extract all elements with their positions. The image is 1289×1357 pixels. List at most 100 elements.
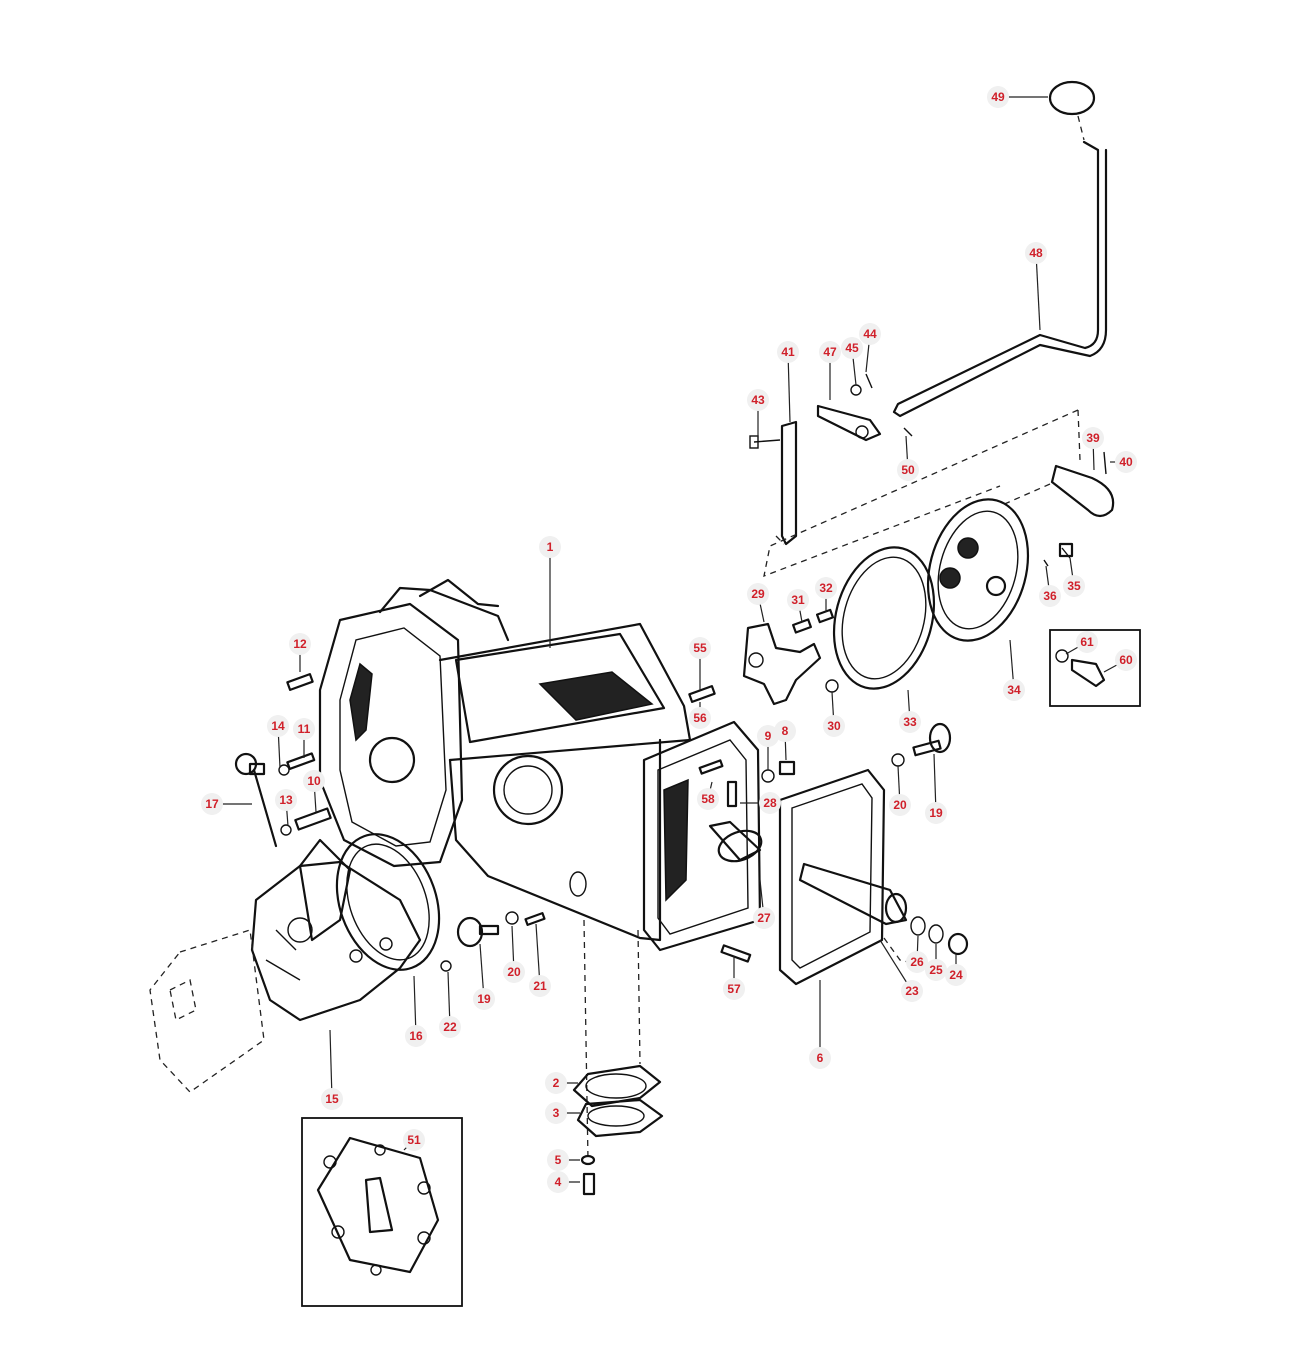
callout-number: 2 — [553, 1076, 560, 1090]
breather-inset — [1049, 629, 1141, 707]
callout-57: 57 — [723, 978, 745, 1000]
callout-badge — [747, 583, 769, 605]
callout-badge — [293, 718, 315, 740]
callout-number: 24 — [949, 968, 963, 982]
callout-23: 23 — [901, 980, 923, 1002]
callout-number: 43 — [751, 393, 765, 407]
callout-badge — [945, 964, 967, 986]
callout-number: 51 — [407, 1133, 421, 1147]
callout-badge — [321, 1088, 343, 1110]
callout-leader-lines — [212, 96, 1127, 1183]
callout-badge — [503, 961, 525, 983]
callout-badge — [689, 707, 711, 729]
callout-number: 49 — [991, 90, 1005, 104]
callout-badge — [815, 577, 837, 599]
callout-badge — [697, 788, 719, 810]
callout-16: 16 — [405, 1025, 427, 1047]
callout-badge — [275, 789, 297, 811]
callout-number: 5 — [555, 1153, 562, 1167]
callout-badge — [545, 1072, 567, 1094]
callout-badge — [201, 793, 223, 815]
callout-number: 40 — [1119, 455, 1133, 469]
alternate-cover-inset — [301, 1117, 463, 1307]
guide-dashed-line — [775, 535, 785, 545]
selector-shaft-19 — [912, 722, 952, 757]
callout-badge — [289, 633, 311, 655]
callout-badge — [841, 337, 863, 359]
callout-number: 57 — [727, 982, 741, 996]
callout-badge — [747, 389, 769, 411]
callout-number: 32 — [819, 581, 833, 595]
lever-bracket — [816, 373, 913, 442]
side-cover-gasket — [778, 768, 886, 986]
callout-badge — [267, 715, 289, 737]
callout-number: 17 — [205, 797, 219, 811]
callout-17: 17 — [201, 793, 223, 815]
callout-badge — [897, 459, 919, 481]
callout-badge — [303, 770, 325, 792]
leader-line-48 — [1035, 252, 1041, 331]
callout-number: 20 — [893, 798, 907, 812]
callout-badge — [473, 988, 495, 1010]
callout-number: 3 — [553, 1106, 560, 1120]
callout-9: 9 — [757, 725, 779, 747]
callout-6: 6 — [809, 1047, 831, 1069]
callout-number: 61 — [1080, 635, 1094, 649]
callout-badge — [1082, 427, 1104, 449]
callout-badge — [823, 715, 845, 737]
callout-number: 31 — [791, 593, 805, 607]
callout-12: 12 — [289, 633, 311, 655]
drain-washer — [580, 1154, 596, 1166]
callout-number: 9 — [765, 729, 772, 743]
callout-number: 47 — [823, 345, 837, 359]
front-cover-gasket — [335, 833, 441, 971]
callout-35: 35 — [1063, 575, 1085, 597]
drain-gasket — [572, 1064, 662, 1108]
callout-39: 39 — [1082, 427, 1104, 449]
callout-number: 4 — [555, 1175, 562, 1189]
callout-number: 44 — [863, 327, 877, 341]
callout-19: 19 — [925, 802, 947, 824]
detent-pin — [234, 752, 278, 848]
leader-line-15 — [329, 1029, 333, 1100]
callout-badge — [1039, 585, 1061, 607]
top-cover-gasket — [832, 546, 936, 690]
callout-badge — [889, 794, 911, 816]
callout-badge — [529, 975, 551, 997]
callout-badge — [987, 86, 1009, 108]
callout-21: 21 — [529, 975, 551, 997]
gear-shift-knob — [1048, 80, 1096, 141]
callout-20: 20 — [503, 961, 525, 983]
callout-number: 15 — [325, 1092, 339, 1106]
callout-number: 55 — [693, 641, 707, 655]
callout-25: 25 — [925, 959, 947, 981]
callout-badge — [774, 720, 796, 742]
callout-29: 29 — [747, 583, 769, 605]
callout-badge — [819, 341, 841, 363]
callout-13: 13 — [275, 789, 297, 811]
callout-48: 48 — [1025, 242, 1047, 264]
drain-plate — [576, 1098, 664, 1138]
callout-number: 33 — [903, 715, 917, 729]
callout-55: 55 — [689, 637, 711, 659]
callout-badge — [787, 589, 809, 611]
callout-43: 43 — [747, 389, 769, 411]
callout-number: 22 — [443, 1020, 457, 1034]
callout-number: 19 — [929, 806, 943, 820]
callout-3: 3 — [545, 1102, 567, 1124]
callout-badge — [539, 536, 561, 558]
callout-number: 20 — [507, 965, 521, 979]
callout-49: 49 — [987, 86, 1009, 108]
callout-28: 28 — [759, 792, 781, 814]
callout-number: 27 — [757, 911, 771, 925]
callout-badge — [1003, 679, 1025, 701]
callout-19: 19 — [473, 988, 495, 1010]
callout-badge — [1115, 649, 1137, 671]
bell-housing-outline — [149, 929, 265, 1093]
callout-badge — [859, 323, 881, 345]
callout-badge — [723, 978, 745, 1000]
callout-5: 5 — [547, 1149, 569, 1171]
callout-number: 8 — [782, 724, 789, 738]
callout-number: 28 — [763, 796, 777, 810]
callout-badge — [899, 711, 921, 733]
